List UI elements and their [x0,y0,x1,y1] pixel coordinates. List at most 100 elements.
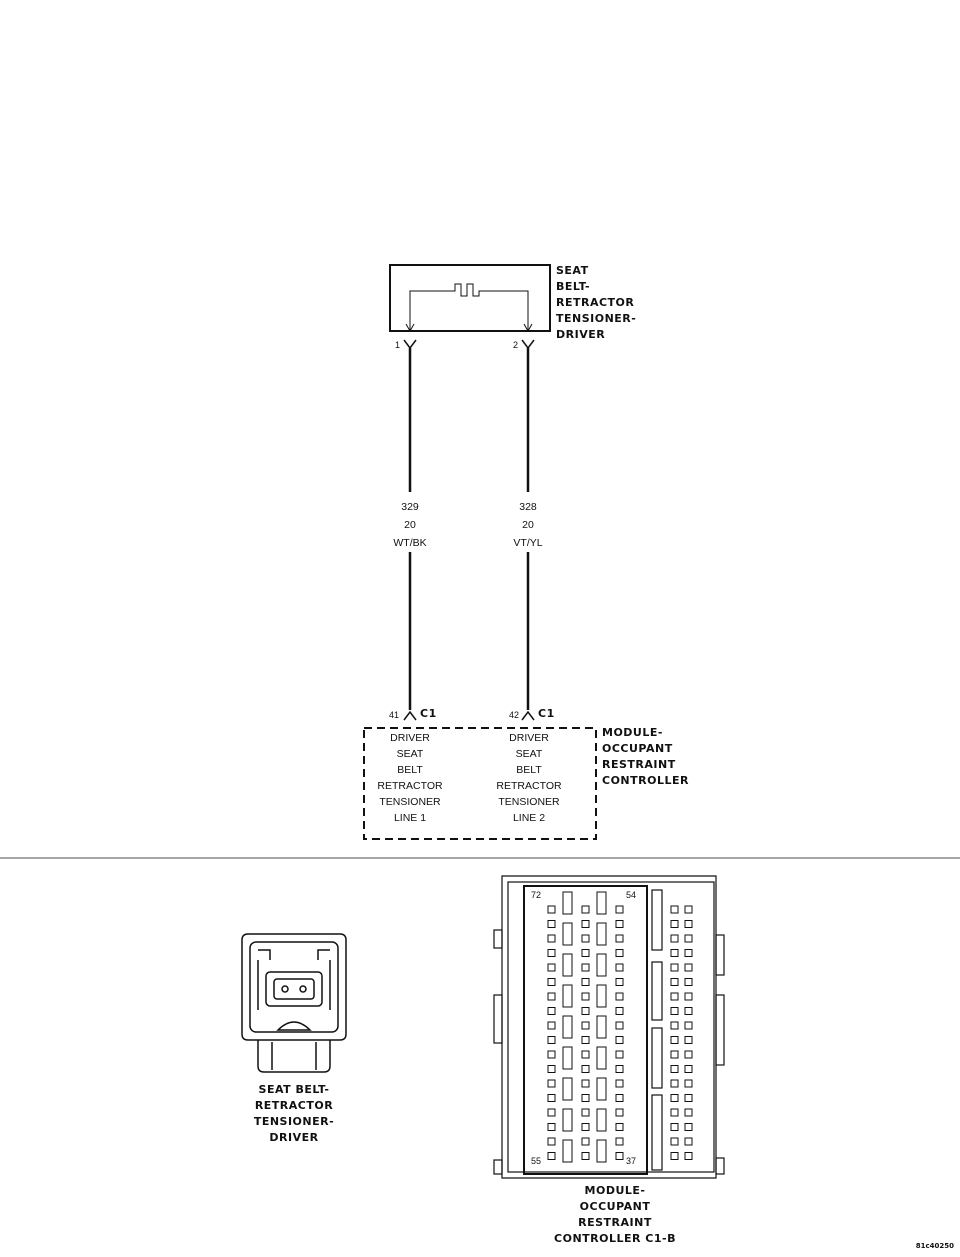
pin-number-41: 41 [389,710,400,720]
connector-cavity [684,920,693,928]
connector-cavity [547,963,556,972]
connector-cavity [562,891,573,915]
connector-cavity [684,1050,693,1059]
label-line: TENSIONER- [556,312,637,325]
connector-cavity [684,934,693,943]
label-line: RESTRAINT [578,1216,652,1229]
pin-number-2: 2 [513,340,519,350]
connector-cavity [562,953,573,977]
connector-cavity [684,1094,693,1102]
connector-cavity [547,1094,556,1102]
wire-circuit: 329 [401,501,419,513]
connector-cavity [684,1036,693,1044]
connector-cavity [581,963,590,972]
connector-cavity [670,949,679,957]
connector-cavity [581,920,590,928]
connector-cavity [615,905,624,914]
connector-cavity [670,1007,679,1015]
connector-cavity [615,934,624,943]
function-line: RETRACTOR [496,780,562,792]
connector-cavity [581,992,590,1001]
connector-cavity [581,1094,590,1102]
wire-circuit: 328 [519,501,537,513]
cavity-number-72: 72 [531,890,542,900]
label-line: DRIVER [556,328,606,341]
connector-cavity [547,1108,556,1117]
connector-cavity [684,1137,693,1146]
connector-cavity [581,1065,590,1073]
label-line: BELT- [556,280,591,293]
label-line: RETRACTOR [556,296,635,309]
connector-cavity [615,1065,624,1073]
connector-cavity [670,1036,679,1044]
label-line: TENSIONER- [253,1115,335,1128]
connector-cavity [547,1050,556,1059]
connector-cavity [547,920,556,928]
connector-cavity [670,905,679,914]
wire-color: VT/YL [513,537,543,549]
connector-cavity [615,978,624,986]
connector-cavity [547,949,556,957]
tensioner-component-label: SEAT BELT- RETRACTOR TENSIONER- DRIVER [556,263,636,343]
function-line: LINE 1 [393,812,427,824]
connector-cavity [670,1050,679,1059]
function-line: TENSIONER [498,796,560,808]
cavity-number-55: 55 [531,1156,542,1166]
connector-cavity [684,949,693,957]
connector-cavity [562,1108,573,1132]
connector-cavity [547,934,556,943]
connector-cavity [684,963,693,972]
function-line-1-text: DRIVER SEAT BELT RETRACTOR TENSIONER LIN… [365,732,455,828]
pin-number-42: 42 [509,710,520,720]
label-line: DRIVER [269,1131,319,1144]
connector-cavity [670,1108,679,1117]
connector-cavity [596,1015,607,1039]
label-line: RESTRAINT [602,758,676,771]
connector-cavity [562,1015,573,1039]
connector-cavity [615,1152,624,1160]
connector-cavity [670,978,679,986]
label-line: SEAT [556,264,589,277]
connector-cavity [581,1079,590,1088]
connector-cavity [615,1050,624,1059]
connector-cavity [547,1152,556,1160]
pin-number-1: 1 [395,340,401,350]
connector-cavity [596,1139,607,1163]
connector-cavity [670,934,679,943]
connector-cavity [684,1152,693,1160]
connector-cavity [581,905,590,914]
label-line: CONTROLLER [602,774,689,787]
connector-cavity [615,949,624,957]
connector-cavity [547,1007,556,1015]
function-line-2-text: DRIVER SEAT BELT RETRACTOR TENSIONER LIN… [484,732,574,828]
label-line: CONTROLLER C1-B [554,1232,676,1245]
connector-cavity [670,1094,679,1102]
connector-cavity [581,949,590,957]
connector-cavity [596,1077,607,1101]
function-line: BELT [516,764,542,776]
connector-cavity [615,1108,624,1117]
wire-color: WT/BK [393,537,427,549]
connector-cavity [596,953,607,977]
connector-cavity [581,978,590,986]
wire-label-329: 329 20 WT/BK [380,498,440,552]
connector-cavity [684,992,693,1001]
pin-41-terminal [403,710,417,721]
connector-cavity [670,1079,679,1088]
pin-2-terminal [521,339,535,350]
function-line: SEAT [515,748,543,760]
connector-cavity [670,1137,679,1146]
connector-cavity [684,1123,693,1131]
connector-cavity [596,1046,607,1070]
connector-cavity [547,1036,556,1044]
function-line: RETRACTOR [377,780,443,792]
label-line: RETRACTOR [254,1099,334,1112]
tensioner-connector-label: SEAT BELT- RETRACTOR TENSIONER- DRIVER [234,1082,354,1146]
label-line: MODULE- [602,726,663,739]
connector-cavity [684,1021,693,1030]
function-line: SEAT [396,748,424,760]
cavity-number-37: 37 [626,1156,637,1166]
wire-gauge: 20 [404,519,416,531]
figure-id: 81c40250 [915,1242,954,1250]
